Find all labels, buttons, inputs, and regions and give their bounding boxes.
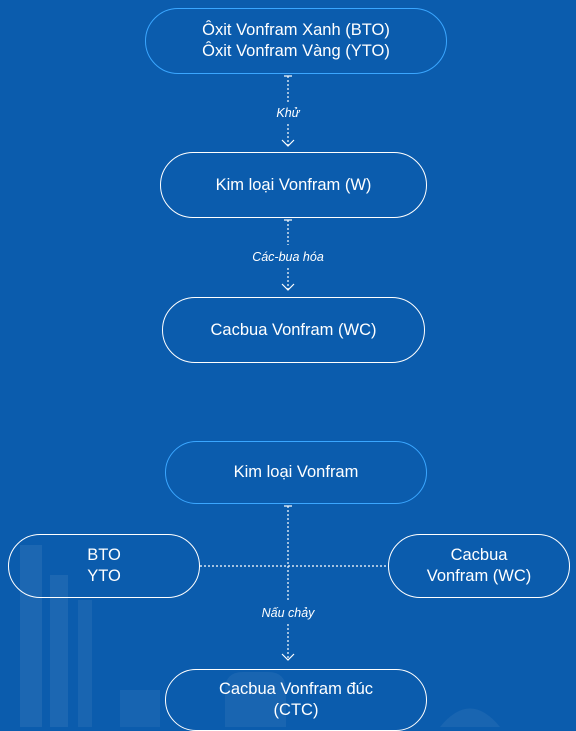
node-tungsten-oxides-line1: Ôxit Vonfram Xanh (BTO) [202, 21, 390, 39]
connector-melt-vertical [281, 505, 295, 661]
edge-label-reduction: Khử [276, 106, 300, 120]
node-tungsten-carbide-2-line2: Vonfram (WC) [426, 567, 532, 585]
node-cast-tungsten-carbide-line1: Cacbua Vonfram đúc [218, 680, 374, 698]
node-tungsten-oxides-line2: Ôxit Vonfram Vàng (YTO) [202, 42, 390, 60]
node-bto-yto-line1: BTO [87, 546, 121, 564]
node-cast-tungsten-carbide: Cacbua Vonfram đúc (CTC) [165, 669, 427, 731]
node-tungsten-carbide-label: Cacbua Vonfram (WC) [210, 320, 377, 339]
connector-top-to-middle [281, 75, 295, 147]
node-tungsten-metal-2: Kim loại Vonfram [165, 441, 427, 504]
node-tungsten-metal-2-label: Kim loại Vonfram [233, 463, 359, 481]
node-bto-yto: BTO YTO [8, 534, 200, 598]
node-tungsten-carbide: Cacbua Vonfram (WC) [162, 297, 425, 363]
node-bto-yto-line2: YTO [87, 567, 121, 585]
node-tungsten-carbide-2: Cacbua Vonfram (WC) [388, 534, 570, 598]
connector-middle-to-bottom [281, 219, 295, 291]
node-tungsten-oxides: Ôxit Vonfram Xanh (BTO) Ôxit Vonfram Vàn… [145, 8, 447, 74]
edge-label-melting: Nấu chảy [261, 606, 315, 620]
node-cast-tungsten-carbide-line2: (CTC) [273, 701, 319, 719]
node-tungsten-metal: Kim loại Vonfram (W) [160, 152, 427, 218]
node-tungsten-metal-label: Kim loại Vonfram (W) [215, 175, 372, 194]
node-tungsten-carbide-2-line1: Cacbua [450, 546, 508, 564]
edge-label-carburization: Các-bua hóa [252, 250, 324, 264]
